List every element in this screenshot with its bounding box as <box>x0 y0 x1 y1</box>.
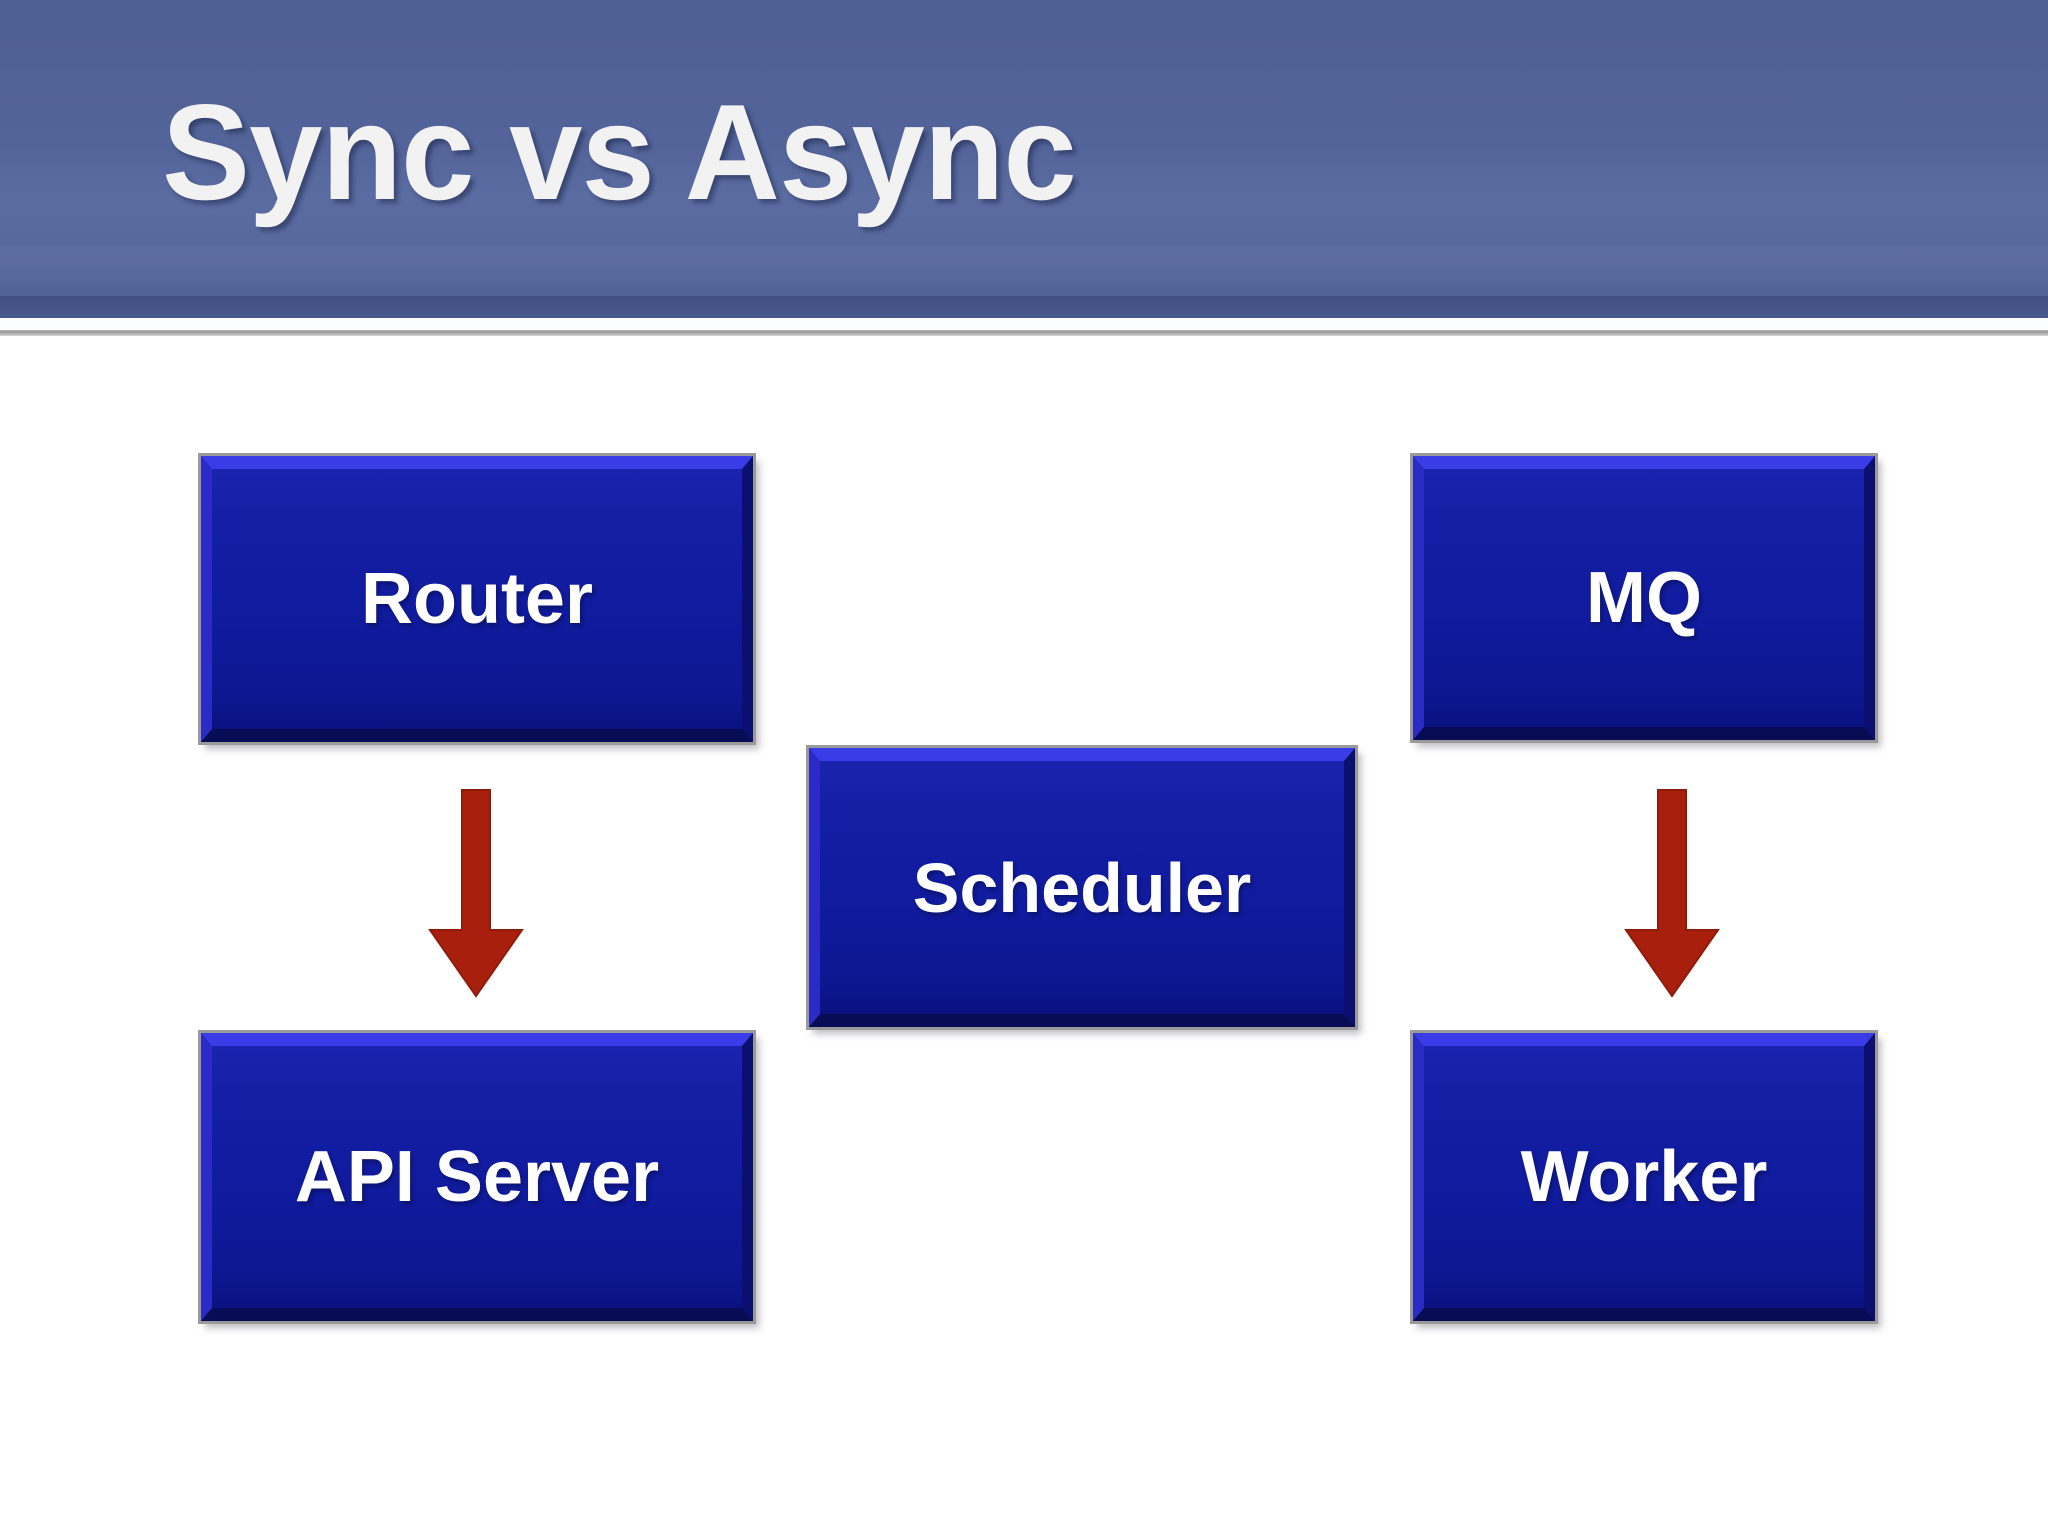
node-scheduler[interactable]: Scheduler <box>806 745 1358 1030</box>
banner-shadow-strip <box>0 296 2048 318</box>
node-api-server[interactable]: API Server <box>198 1030 756 1324</box>
node-api-server-label: API Server <box>294 1137 660 1217</box>
node-worker-label: Worker <box>1520 1137 1768 1217</box>
node-router[interactable]: Router <box>198 453 756 745</box>
node-mq-label: MQ <box>1586 558 1702 638</box>
arrow-down-icon-mq-to-worker <box>1624 789 1720 998</box>
arrow-down-icon-router-to-api <box>428 789 524 998</box>
node-scheduler-label: Scheduler <box>912 848 1252 927</box>
banner-divider-rule <box>0 330 2048 336</box>
node-router-label: Router <box>361 559 593 639</box>
node-worker[interactable]: Worker <box>1410 1030 1878 1324</box>
banner-gap <box>0 318 2048 330</box>
node-mq[interactable]: MQ <box>1410 453 1878 743</box>
flow-diagram: Router API Server Scheduler MQ Worker <box>0 336 2048 1536</box>
page-title: Sync vs Async <box>162 76 1077 228</box>
title-banner: Sync vs Async <box>0 0 2048 318</box>
